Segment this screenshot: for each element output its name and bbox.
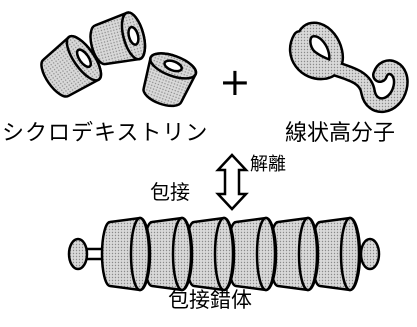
label-linear-polymer: 線状高分子 bbox=[285, 123, 395, 145]
stopper-left bbox=[69, 239, 87, 269]
label-inclusion: 包接 bbox=[150, 182, 190, 202]
cyclodextrin-ring bbox=[137, 48, 199, 111]
linear-polymer-icon bbox=[297, 30, 401, 106]
inclusion-complex-icon bbox=[69, 218, 379, 290]
plus-sign: + bbox=[219, 63, 251, 101]
label-inclusion-complex: 包接錯体 bbox=[168, 290, 252, 311]
threaded-rings bbox=[102, 218, 360, 290]
label-cyclodextrin: シクロデキストリン bbox=[2, 123, 208, 145]
cyclodextrin-rings-icon bbox=[34, 10, 199, 112]
label-dissociation: 解離 bbox=[250, 156, 286, 174]
stopper-right bbox=[361, 239, 379, 269]
equilibrium-arrow-icon bbox=[218, 155, 246, 209]
